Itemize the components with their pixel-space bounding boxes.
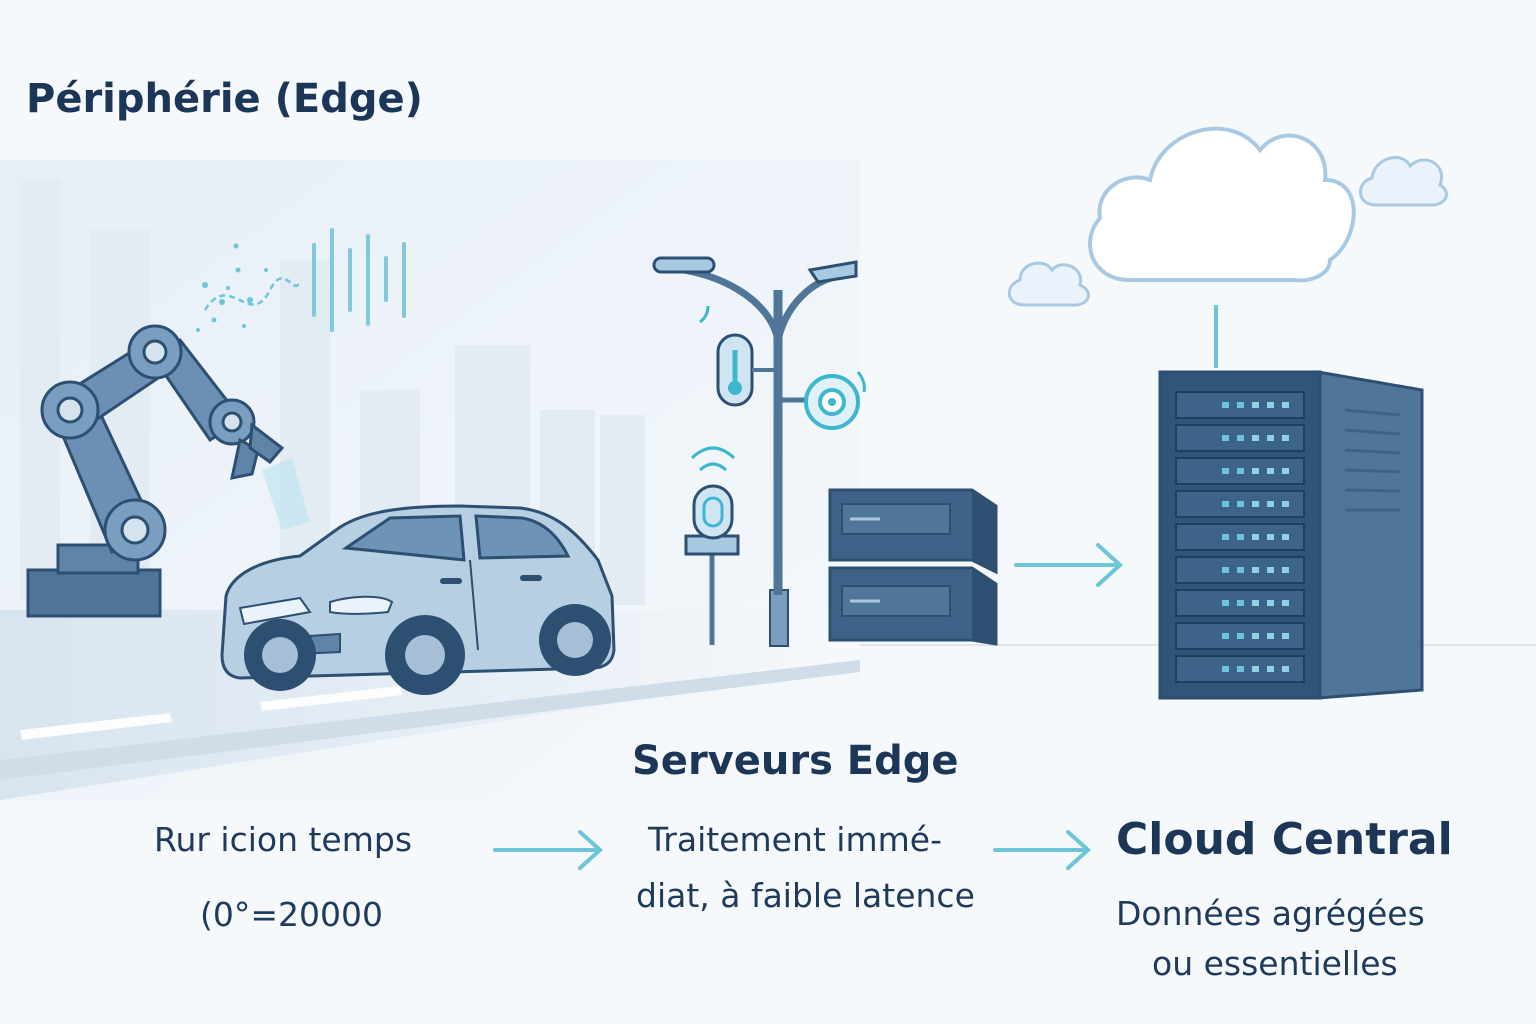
- rack-led: [1267, 402, 1274, 408]
- road-edge: [0, 660, 860, 780]
- rack-led: [1267, 633, 1274, 639]
- rack-led: [1252, 468, 1259, 474]
- rack-led: [1267, 666, 1274, 672]
- rack-led: [1222, 435, 1229, 441]
- rack-led: [1222, 534, 1229, 540]
- rack-led: [1252, 435, 1259, 441]
- rack-led: [1267, 501, 1274, 507]
- rack-led: [1282, 402, 1289, 408]
- edge-servers-title: Serveurs Edge: [632, 738, 959, 784]
- rack-led: [1237, 435, 1244, 441]
- arrow-edge-to-datacenter: [1014, 543, 1123, 587]
- rack-led: [1237, 534, 1244, 540]
- rack-led: [1282, 633, 1289, 639]
- signal-wave: [203, 277, 302, 311]
- sensor-glyph-icon: (0°: [200, 895, 251, 934]
- rack-led: [1282, 468, 1289, 474]
- road-lane-marks: [20, 686, 402, 740]
- rack-led: [1252, 402, 1259, 408]
- page-title: Périphérie (Edge): [26, 76, 423, 122]
- edge-servers-desc-line2: diat, à faible latence: [636, 876, 975, 915]
- rack-led: [1282, 567, 1289, 573]
- rack-led: [1237, 501, 1244, 507]
- device-desc-line2: (0°=20000: [200, 895, 384, 934]
- parking-sensor-icon: [684, 446, 740, 645]
- rack-led: [1222, 567, 1229, 573]
- small-cloud-right: [1359, 156, 1448, 207]
- rack-led: [1282, 600, 1289, 606]
- rack-led: [1252, 567, 1259, 573]
- camera-icon: [804, 371, 866, 430]
- rack-led: [1267, 468, 1274, 474]
- rack-led: [1282, 435, 1289, 441]
- rack-led: [1252, 600, 1259, 606]
- small-cloud-left: [1007, 261, 1090, 307]
- rack-led: [1252, 666, 1259, 672]
- rack-led: [1222, 633, 1229, 639]
- car-icon: [220, 504, 616, 695]
- cloud-desc-line1: Données agrégées: [1116, 894, 1425, 933]
- rack-led: [1222, 468, 1229, 474]
- data-center-rack-icon: [1158, 370, 1424, 700]
- rack-led: [1252, 534, 1259, 540]
- cloud-desc-line2: ou essentielles: [1152, 944, 1398, 983]
- rack-led: [1237, 402, 1244, 408]
- rack-led: [1222, 666, 1229, 672]
- rack-led: [1267, 534, 1274, 540]
- rack-led: [1252, 501, 1259, 507]
- rack-led: [1237, 567, 1244, 573]
- arrow-edge-to-cloud: [993, 830, 1091, 870]
- rack-led: [1282, 666, 1289, 672]
- rack-led: [1267, 567, 1274, 573]
- cloud-icon: [1088, 126, 1356, 283]
- rack-led: [1237, 468, 1244, 474]
- cloud-title: Cloud Central: [1116, 814, 1453, 865]
- edge-server-icon: [828, 488, 998, 646]
- rack-led: [1222, 600, 1229, 606]
- rack-led: [1267, 600, 1274, 606]
- rack-led: [1237, 633, 1244, 639]
- rack-led: [1237, 600, 1244, 606]
- rack-led: [1237, 666, 1244, 672]
- device-desc-line1: Rur icion temps: [154, 820, 413, 859]
- signal-bars: [312, 228, 406, 332]
- rack-led: [1282, 534, 1289, 540]
- rack-led: [1267, 435, 1274, 441]
- robot-arm-icon: [26, 324, 310, 618]
- rack-led: [1282, 501, 1289, 507]
- edge-servers-desc-line1: Traitement immé-: [648, 820, 942, 859]
- rack-led: [1222, 501, 1229, 507]
- rack-led: [1252, 633, 1259, 639]
- thermometer-icon: [699, 305, 778, 407]
- data-particles: [196, 243, 268, 332]
- arrow-device-to-edge: [493, 830, 603, 870]
- rack-led: [1222, 402, 1229, 408]
